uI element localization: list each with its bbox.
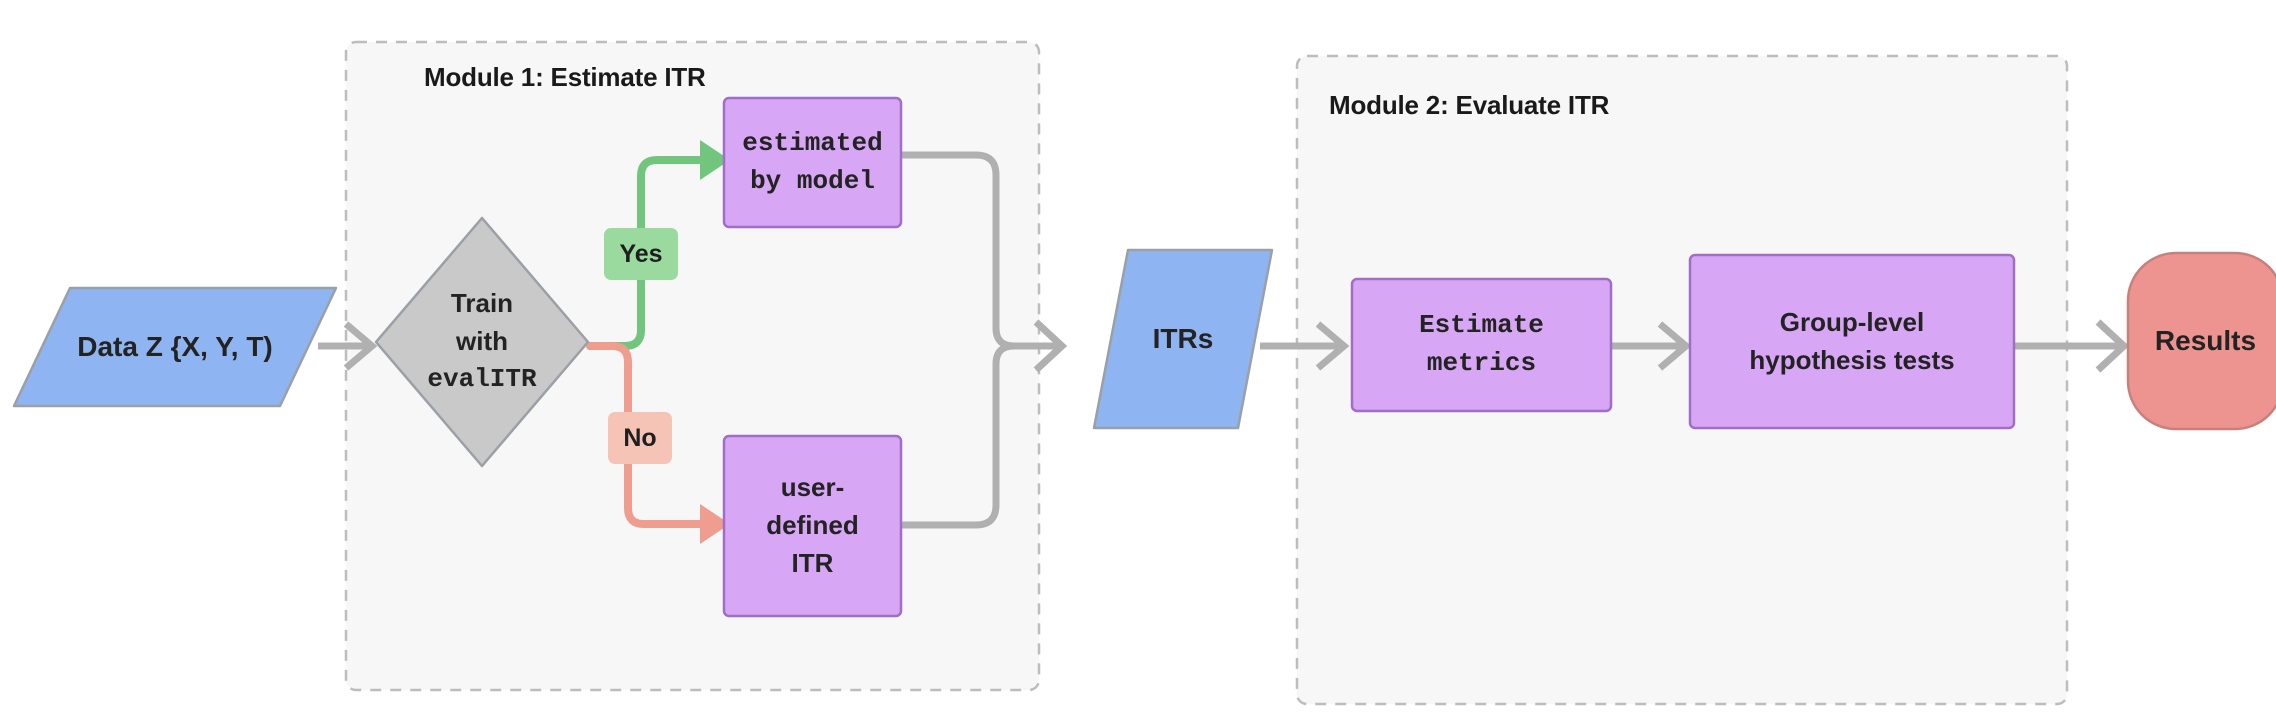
node-train-with-evalitr[interactable] bbox=[374, 216, 590, 468]
node-results[interactable] bbox=[2126, 251, 2276, 431]
edge-tests-to-results bbox=[2014, 319, 2130, 373]
node-group-level-hypothesis-tests[interactable] bbox=[1688, 253, 2016, 430]
edge-userdefined-to-itrs bbox=[899, 319, 1068, 529]
node-user-defined-itr[interactable] bbox=[722, 434, 903, 618]
node-estimate-metrics[interactable] bbox=[1350, 277, 1613, 413]
no-label-chip bbox=[608, 412, 672, 464]
node-itrs[interactable] bbox=[1092, 248, 1274, 430]
module-2-title: Module 2: Evaluate ITR bbox=[1329, 90, 1610, 120]
module-2-container bbox=[1295, 54, 2069, 706]
edge-itrs-to-metrics bbox=[1260, 321, 1350, 371]
module-1-title: Module 1: Estimate ITR bbox=[424, 62, 706, 92]
node-estimated-by-model[interactable] bbox=[722, 96, 903, 229]
edge-metrics-to-tests bbox=[1611, 321, 1692, 371]
yes-label-chip bbox=[604, 228, 678, 280]
node-data-z[interactable] bbox=[12, 286, 338, 408]
edge-data-to-decision bbox=[318, 321, 378, 371]
